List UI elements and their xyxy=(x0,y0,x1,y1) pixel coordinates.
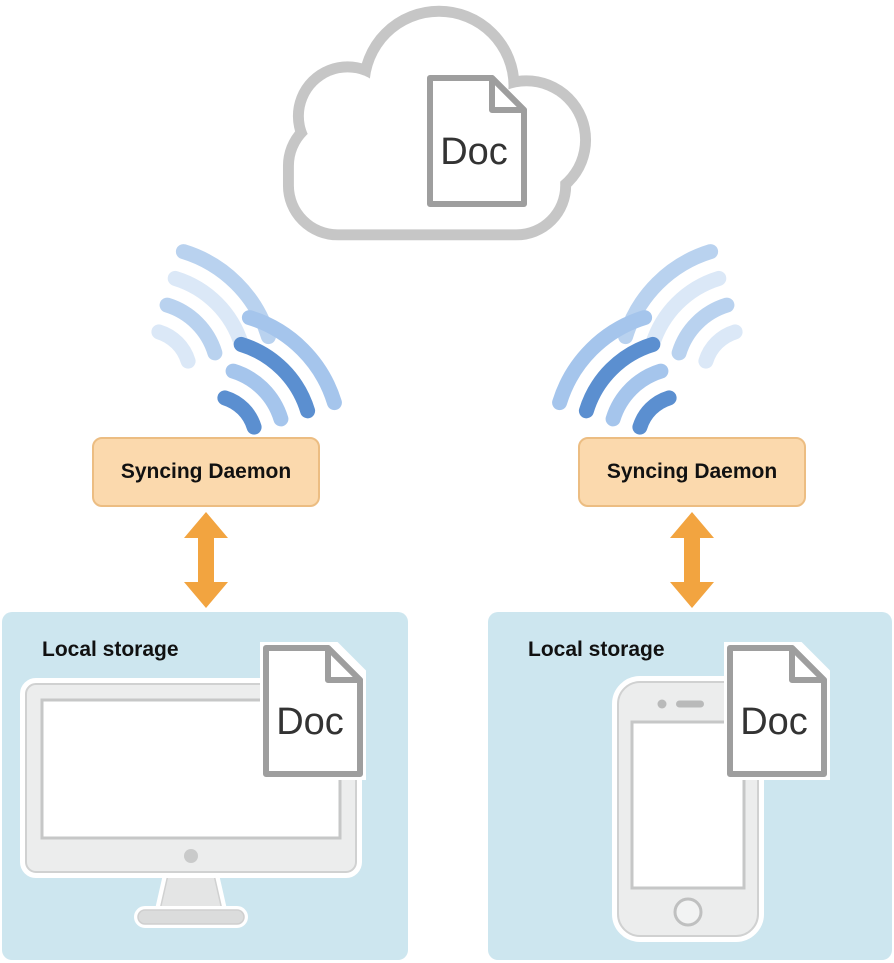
local-doc-icon-left: Doc xyxy=(260,642,366,780)
local-storage-label-right: Local storage xyxy=(528,638,665,661)
local-storage-panel-left: Local storage Doc xyxy=(2,612,408,960)
local-storage-panel-right: Local storage Doc xyxy=(488,612,892,960)
local-doc-label-left: Doc xyxy=(276,701,344,743)
cloud-doc-icon: Doc xyxy=(427,75,527,207)
phone-camera-icon xyxy=(657,699,667,709)
syncing-daemon-box-right: Syncing Daemon xyxy=(578,437,806,507)
wifi-signal-right-icon xyxy=(552,244,743,435)
phone-speaker-icon xyxy=(676,700,704,708)
syncing-daemon-label-left: Syncing Daemon xyxy=(120,460,292,483)
sync-arrow-left-icon xyxy=(184,512,228,608)
sync-arrow-right-icon xyxy=(670,512,714,608)
wifi-signal-left-icon xyxy=(151,244,342,435)
local-storage-label-left: Local storage xyxy=(42,638,179,661)
iphone-icon xyxy=(612,676,764,942)
cloud-doc-label: Doc xyxy=(440,131,508,173)
syncing-daemon-label-right: Syncing Daemon xyxy=(606,460,778,483)
local-doc-icon-right: Doc xyxy=(724,642,830,780)
local-doc-label-right: Doc xyxy=(740,701,808,743)
phone-home-button-icon xyxy=(673,897,703,927)
apple-logo-icon xyxy=(184,849,198,863)
syncing-daemon-box-left: Syncing Daemon xyxy=(92,437,320,507)
